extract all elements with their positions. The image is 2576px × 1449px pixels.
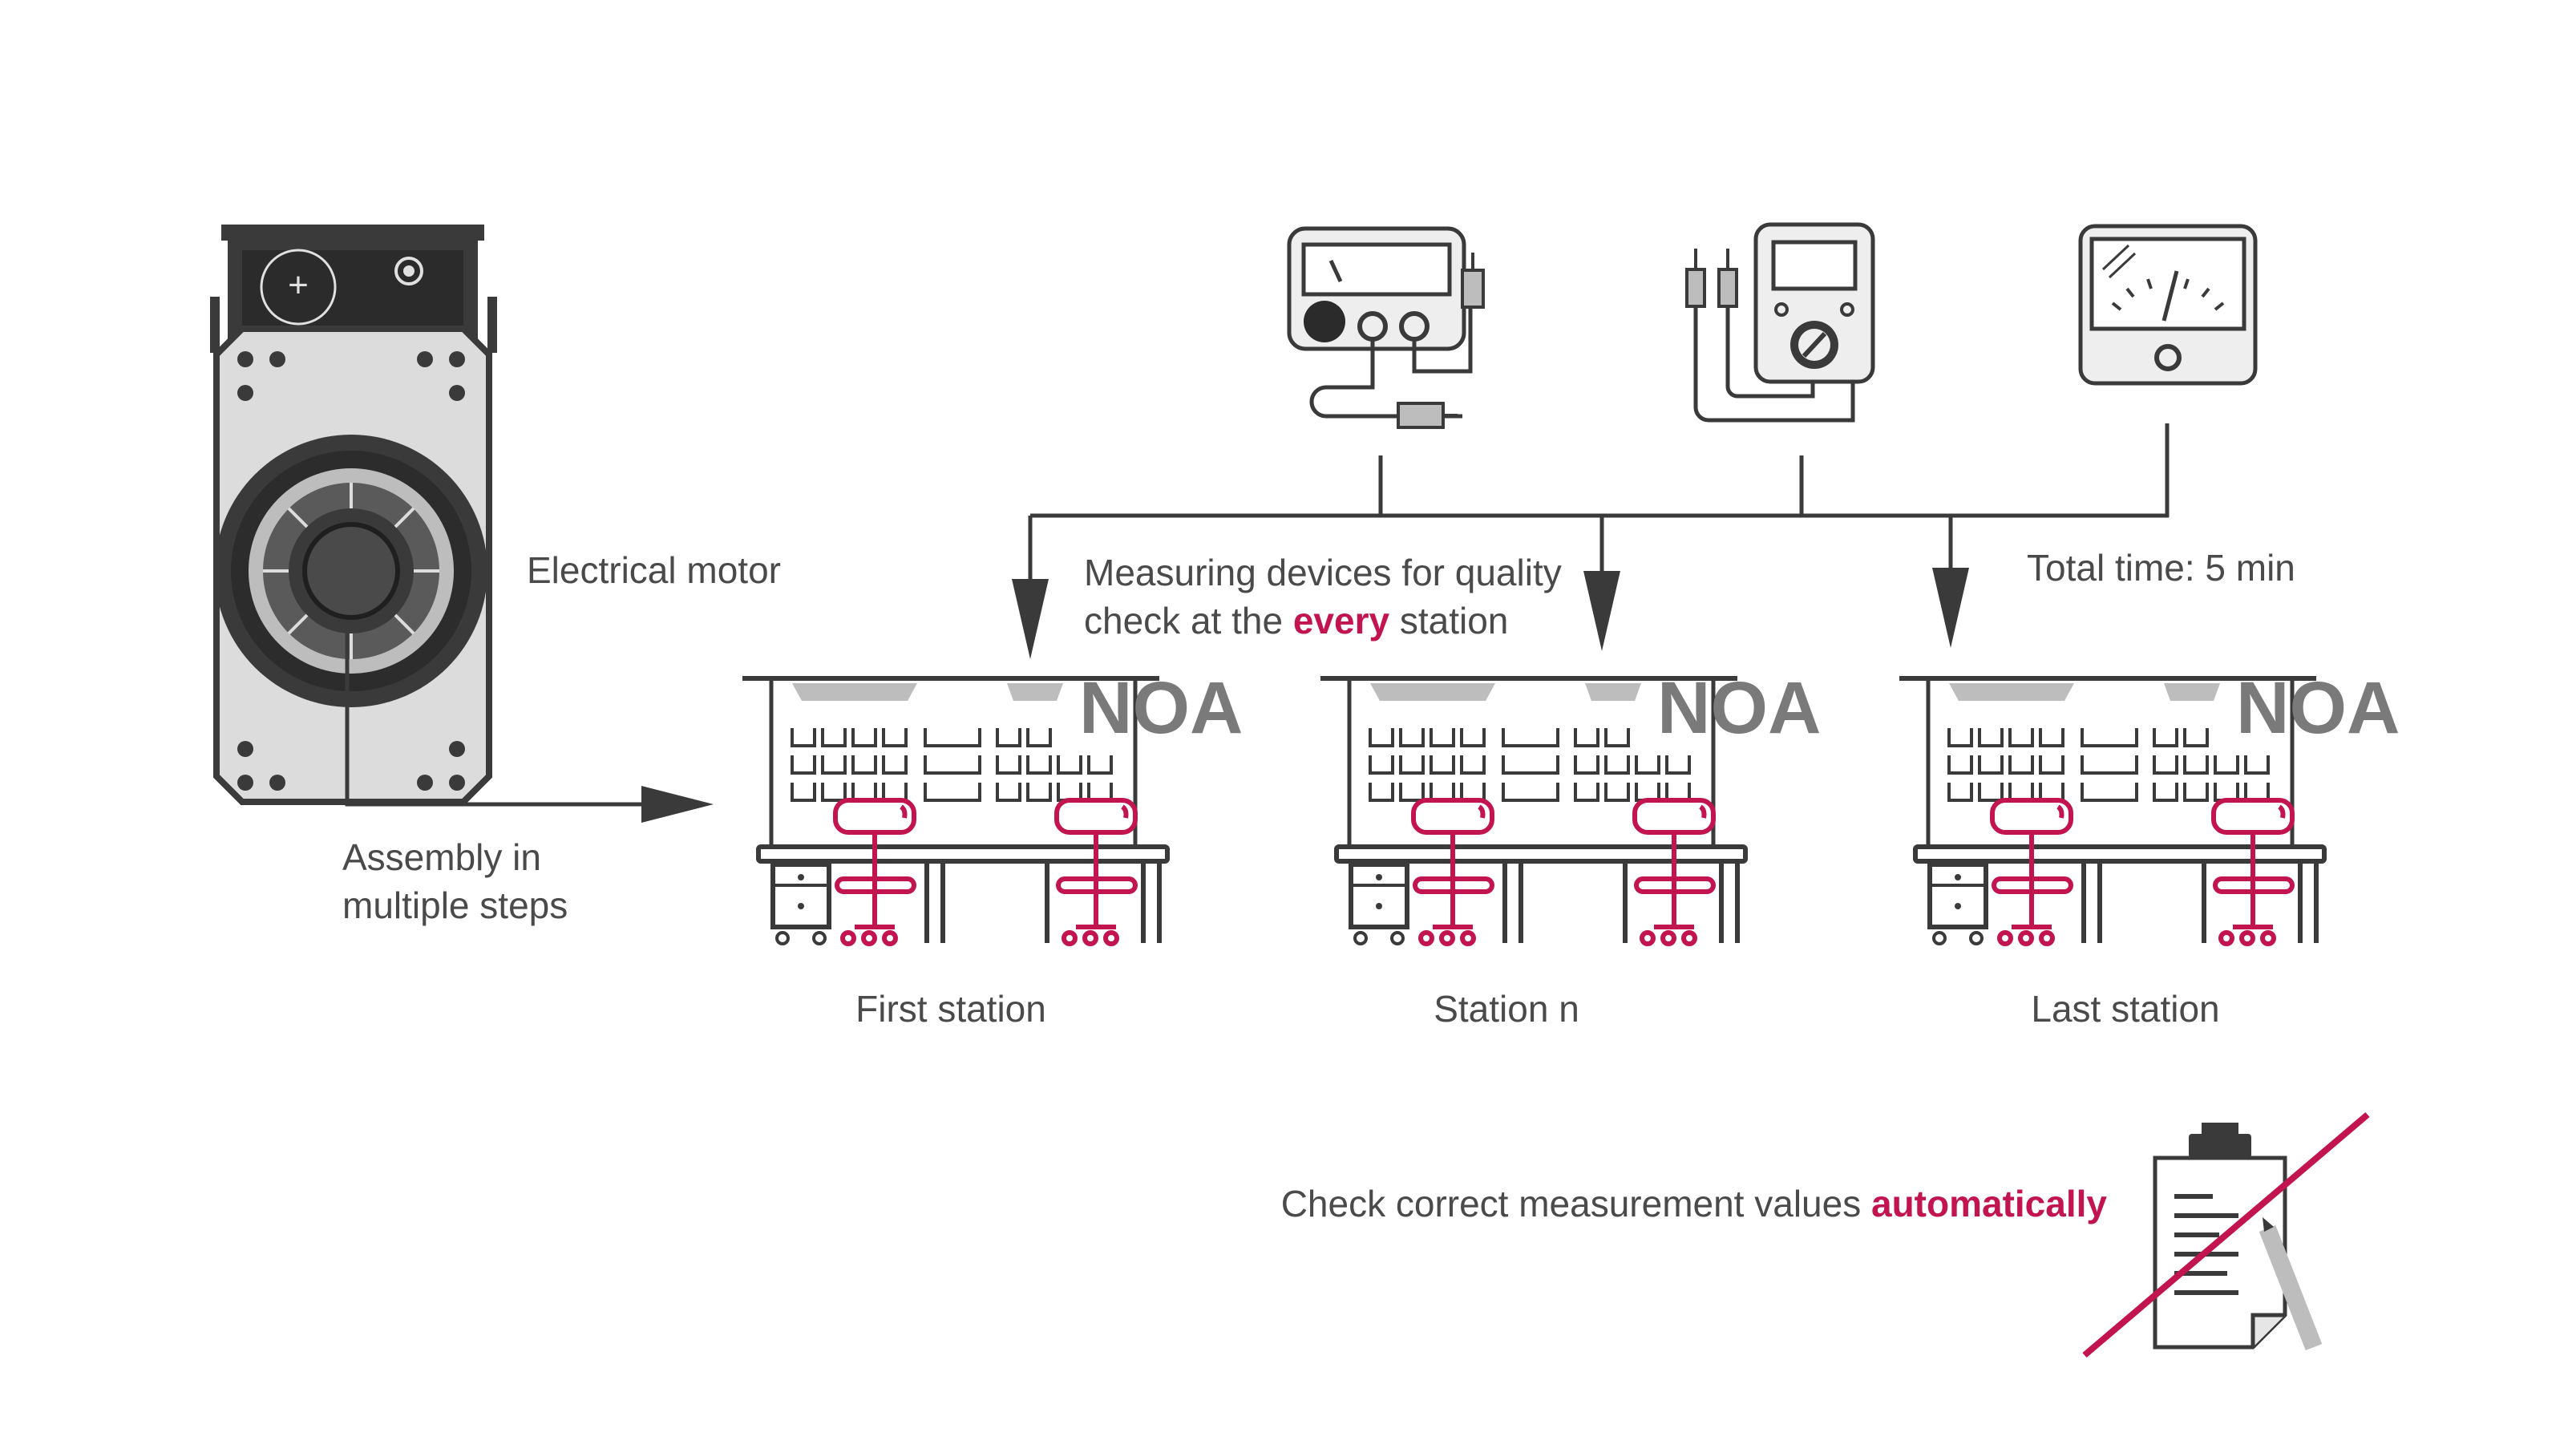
assembly-label-line1: Assembly in [342, 836, 541, 878]
station-n: NOA [1320, 667, 1821, 944]
check-highlight: automatically [1871, 1183, 2107, 1224]
station-arrows [1012, 568, 1969, 659]
station-first: NOA [742, 667, 1243, 944]
electric-motor-icon: + [210, 225, 497, 805]
measuring-highlight: every [1293, 600, 1390, 642]
assembly-arrow [345, 627, 714, 823]
analog-voltmeter-icon [2078, 224, 2258, 386]
svg-text:+: + [288, 265, 309, 305]
clipboard-crossed-out-icon [2082, 1111, 2370, 1358]
station-last: NOA [1899, 667, 2400, 944]
multimeter-icon [1287, 226, 1485, 429]
measuring-label-line1: Measuring devices for quality [1084, 552, 1562, 593]
station-label-last: Last station [2031, 988, 2219, 1030]
svg-text:NOA: NOA [1079, 667, 1243, 749]
measuring-label-line2: check at the every station [1084, 600, 1508, 642]
station-label-first: First station [855, 988, 1046, 1030]
noa-logo: NOA [1079, 667, 1243, 749]
check-label: Check correct measurement values automat… [1281, 1183, 2108, 1224]
motor-label: Electrical motor [527, 549, 781, 591]
station-label-n: Station n [1434, 988, 1579, 1030]
noa-logo: NOA [1657, 667, 1821, 749]
insulation-tester-icon [1685, 222, 1875, 423]
svg-text:NOA: NOA [1657, 667, 1821, 749]
assembly-label-line2: multiple steps [342, 884, 568, 926]
total-time-label: Total time: 5 min [2027, 547, 2295, 589]
svg-text:NOA: NOA [2236, 667, 2400, 749]
noa-logo: NOA [2236, 667, 2400, 749]
